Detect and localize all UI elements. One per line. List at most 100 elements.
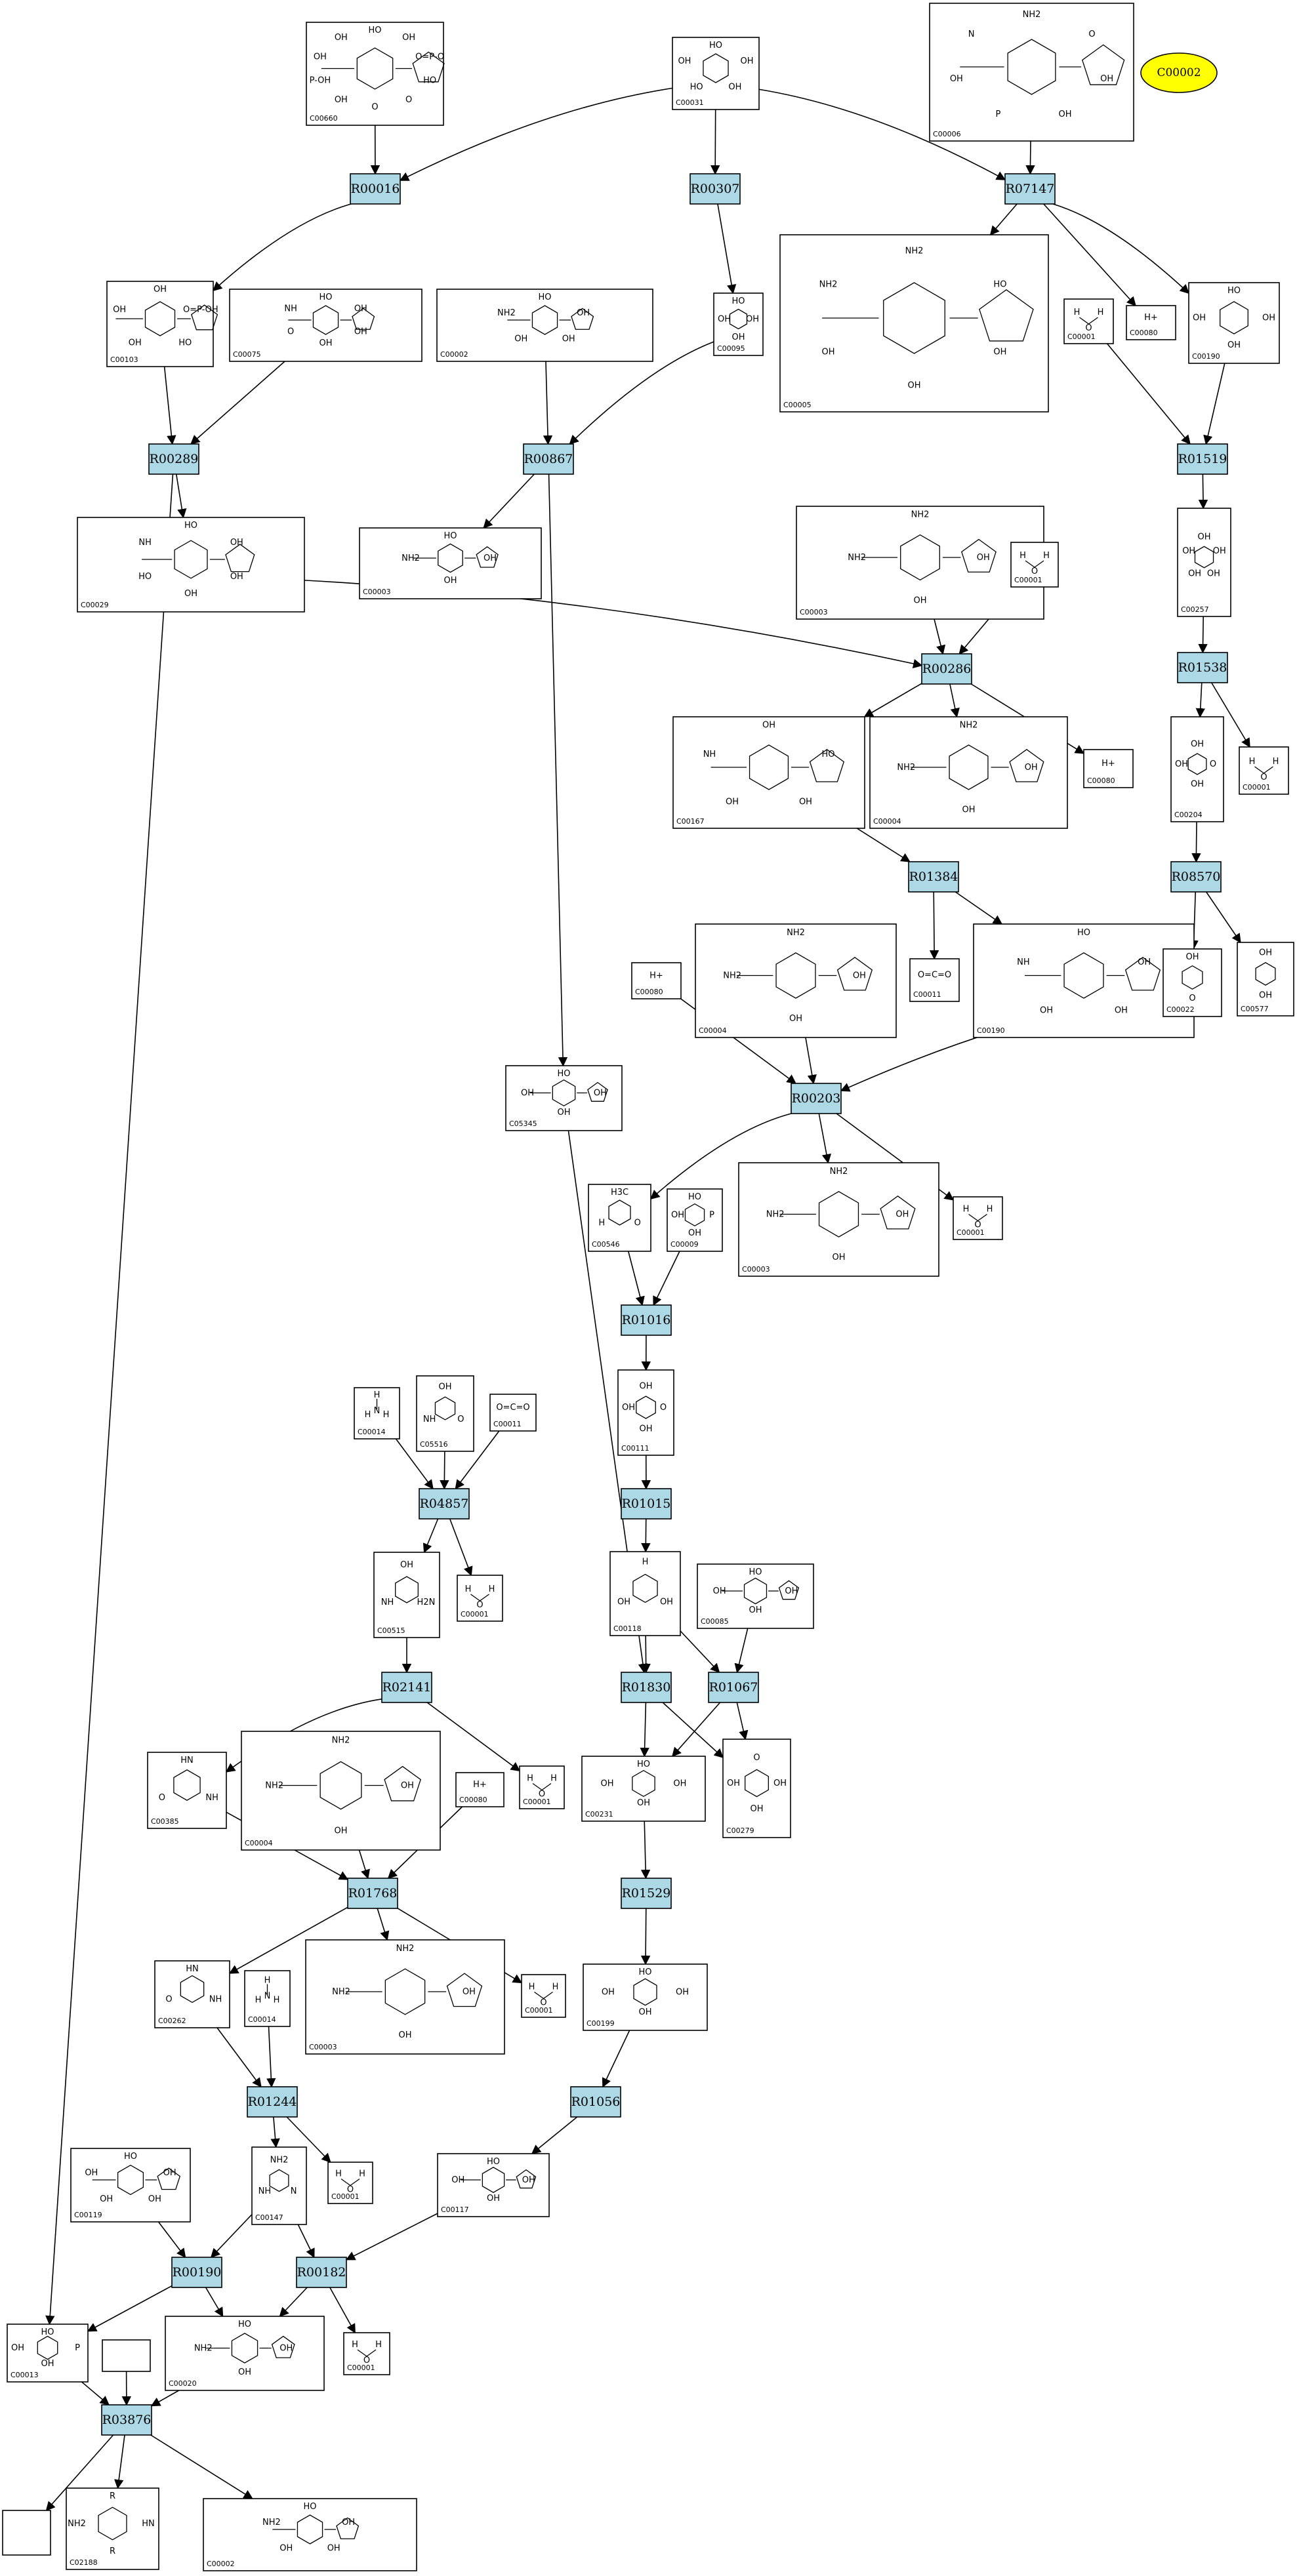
compound-c00080[interactable]: H+C00080 [1126,305,1176,340]
compound-c00080[interactable]: H+C00080 [1083,749,1134,788]
reaction-r01056[interactable]: R01056 [570,2086,621,2118]
reaction-r01529[interactable]: R01529 [621,1878,672,1909]
reaction-r00307[interactable]: R00307 [690,173,741,205]
reaction-r00286[interactable]: R00286 [921,653,972,685]
reaction-r01768[interactable]: R01768 [347,1878,398,1909]
reaction-r01244[interactable]: R01244 [247,2086,298,2118]
reaction-r01519[interactable]: R01519 [1177,443,1228,475]
reaction-r03876[interactable]: R03876 [101,2404,152,2436]
reaction-r01067[interactable]: R01067 [708,1672,759,1703]
edge-R00190-c57 [205,2287,224,2318]
reaction-r04857[interactable]: R04857 [419,1488,470,1519]
reaction-r00016[interactable]: R00016 [350,173,401,205]
atom-label: OH [762,720,775,730]
reaction-r00289[interactable]: R00289 [148,443,199,475]
reaction-r01830[interactable]: R01830 [621,1672,672,1703]
reaction-r01384[interactable]: R01384 [908,861,959,893]
edge-c29-R01016 [627,1251,645,1306]
compound-empty[interactable] [102,2339,151,2372]
compound-c00080[interactable]: H+C00080 [631,962,682,999]
reaction-r08570[interactable]: R08570 [1170,861,1222,893]
reaction-r02141[interactable]: R02141 [381,1672,432,1703]
atom-label: NH2 [830,1167,848,1177]
compound-id: C00001 [347,2364,375,2372]
highlight-node[interactable]: C00002 [1140,52,1218,93]
compound-c00080[interactable]: H+C00080 [455,1772,504,1807]
compound-box [738,1162,939,1277]
reaction-r00190[interactable]: R00190 [171,2257,222,2288]
reaction-box [570,2086,621,2118]
atom-label: O [1085,323,1092,333]
reaction-r01016[interactable]: R01016 [621,1304,672,1336]
reaction-r00203[interactable]: R00203 [791,1083,842,1114]
compound-box [70,2148,191,2223]
reaction-label: R01538 [1178,660,1227,675]
edge-c52-R00190 [157,2221,186,2259]
reaction-r00182[interactable]: R00182 [296,2257,347,2288]
atom-label: NH2 [270,2155,289,2165]
compound-id: C00111 [621,1444,649,1453]
reaction-r01538[interactable]: R01538 [1177,652,1228,683]
reaction-r01015[interactable]: R01015 [621,1488,672,1519]
reaction-r07147[interactable]: R07147 [1004,173,1056,205]
compound-empty[interactable] [2,2510,51,2556]
reaction-r00867[interactable]: R00867 [523,443,574,475]
